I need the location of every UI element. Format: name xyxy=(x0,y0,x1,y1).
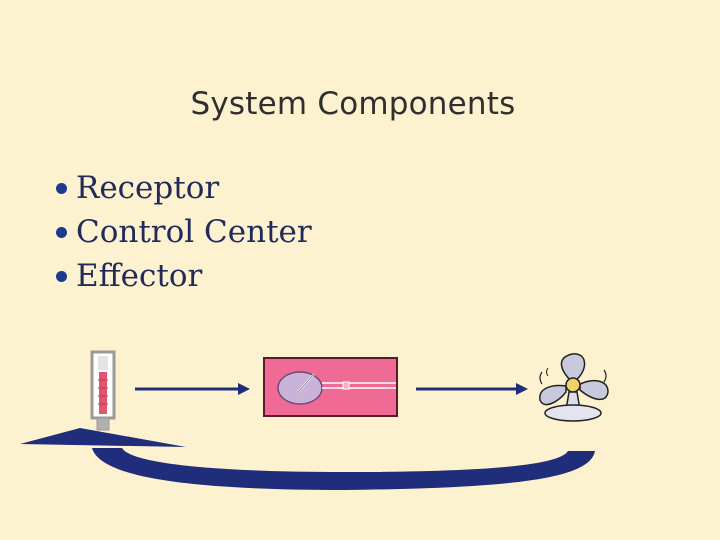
arrow-control-to-effector xyxy=(416,383,528,395)
bullet-label: Effector xyxy=(76,258,203,294)
bullet-label: Receptor xyxy=(76,170,220,206)
thermostat-icon xyxy=(263,357,398,417)
bullet-item-control-center: Control Center xyxy=(56,210,312,254)
bullet-item-receptor: Receptor xyxy=(56,166,312,210)
bullet-label: Control Center xyxy=(76,214,312,250)
fan-icon xyxy=(539,353,609,422)
slide-title: System Components xyxy=(190,86,516,122)
bullet-list: Receptor Control Center Effector xyxy=(56,166,312,298)
thermometer-icon xyxy=(90,350,116,431)
bullet-icon xyxy=(56,182,67,194)
arrow-receptor-to-control xyxy=(135,383,250,395)
bullet-icon xyxy=(56,270,67,282)
bullet-icon xyxy=(56,226,67,238)
feedback-arrow xyxy=(20,428,595,490)
bullet-item-effector: Effector xyxy=(56,254,312,298)
